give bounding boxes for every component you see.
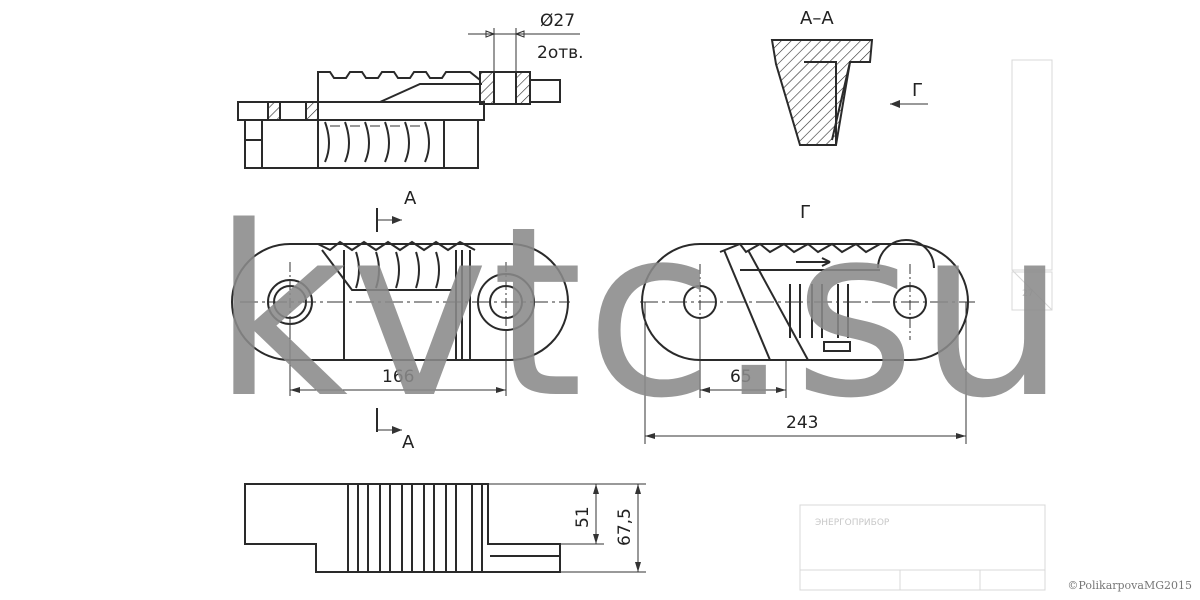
side-view-top: Ø27 2отв. — [237, 11, 584, 169]
dim-inner-height: 51 — [573, 506, 593, 528]
copyright-notice: ©PolikarpovaMG2015 — [1067, 579, 1192, 592]
page-number: 27 — [1022, 289, 1033, 299]
view-title: Г — [800, 202, 811, 223]
dim-hole-count: 2отв. — [537, 43, 584, 63]
dim-center-distance: 166 — [382, 367, 414, 387]
title-block-org: ЭНЕРГОПРИБОР — [815, 518, 890, 528]
plan-view-left: А А 166 — [231, 188, 570, 453]
section-title: А–А — [800, 8, 834, 29]
dim-hole-diameter: Ø27 — [540, 11, 575, 31]
side-view-bottom: 51 67,5 — [244, 483, 646, 573]
dim-overall-length: 243 — [786, 413, 818, 433]
dim-offset: 65 — [730, 367, 752, 387]
view-arrow-label: Г — [912, 80, 923, 101]
section-mark-bottom: А — [402, 432, 415, 453]
title-block: 27 ЭНЕРГОПРИБОР — [799, 59, 1053, 591]
view-g: Г 65 243 — [640, 202, 975, 444]
dim-overall-height: 67,5 — [615, 508, 635, 546]
section-mark-top: А — [404, 188, 417, 209]
watermark: kvtc.su — [212, 177, 1069, 450]
section-a-a: А–А Г — [770, 8, 928, 146]
